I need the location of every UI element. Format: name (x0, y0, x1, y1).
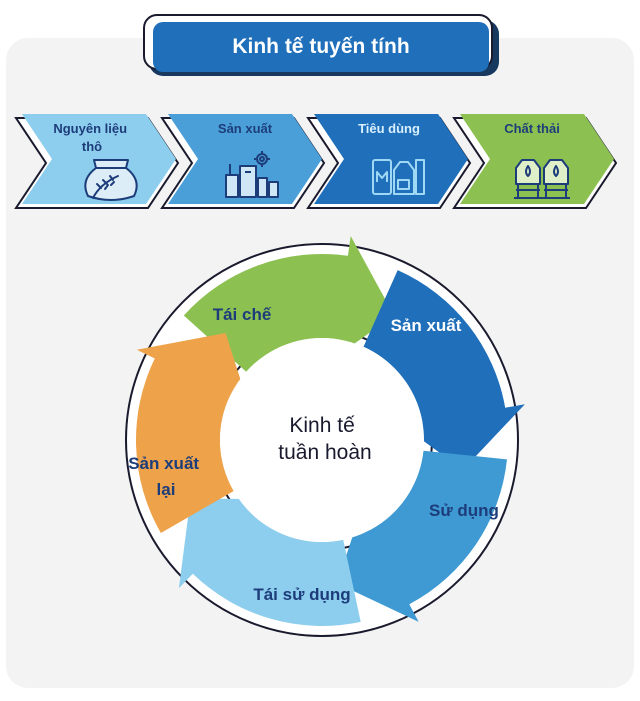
segment-recycling-arrow (183, 236, 394, 372)
segment-remanufacture-label: Sản xuất lại (128, 454, 204, 499)
stage-production: Sản xuất (160, 114, 326, 209)
center-disc (220, 338, 424, 542)
title-banner: Kinh tế tuyến tính (143, 14, 505, 78)
segment-usage-arrow (337, 450, 507, 622)
stage-raw-material-label: Nguyên liệu thô (53, 121, 130, 154)
page-title: Kinh tế tuyến tính (153, 22, 489, 72)
stage-consumption: Tiêu dùng (306, 114, 472, 209)
stage-waste-chevron (460, 114, 614, 204)
circular-economy-cycle: Tái chế Sản xuất Sử dụng Tái sử dụng Sản… (125, 236, 525, 637)
consumer-goods-icon (372, 159, 425, 195)
stage-consumption-label: Tiêu dùng (358, 121, 420, 136)
center-label: Kinh tế tuần hoàn (278, 414, 371, 464)
waste-silo-icon (514, 159, 570, 199)
linear-economy-flow: Nguyên liệu thô Sản xuất (14, 114, 618, 209)
segment-production-label: Sản xuất (391, 316, 462, 335)
grain-sack-icon (84, 159, 138, 201)
stage-production-chevron (168, 114, 322, 204)
stage-consumption-chevron (314, 114, 468, 204)
segment-usage-label: Sử dụng (429, 501, 499, 520)
segment-remanufacture-arrow (135, 333, 249, 533)
segment-reuse-label: Tái sử dụng (253, 585, 350, 604)
stage-waste: Chất thải (452, 114, 618, 209)
segment-production-arrow (363, 270, 525, 470)
stage-production-label: Sản xuất (218, 121, 273, 136)
stage-waste-label: Chất thải (504, 121, 560, 136)
stage-raw-material: Nguyên liệu thô (14, 114, 180, 209)
segment-reuse-arrow (178, 498, 361, 626)
factory-icon (225, 151, 279, 198)
segment-recycling-label: Tái chế (213, 305, 272, 324)
